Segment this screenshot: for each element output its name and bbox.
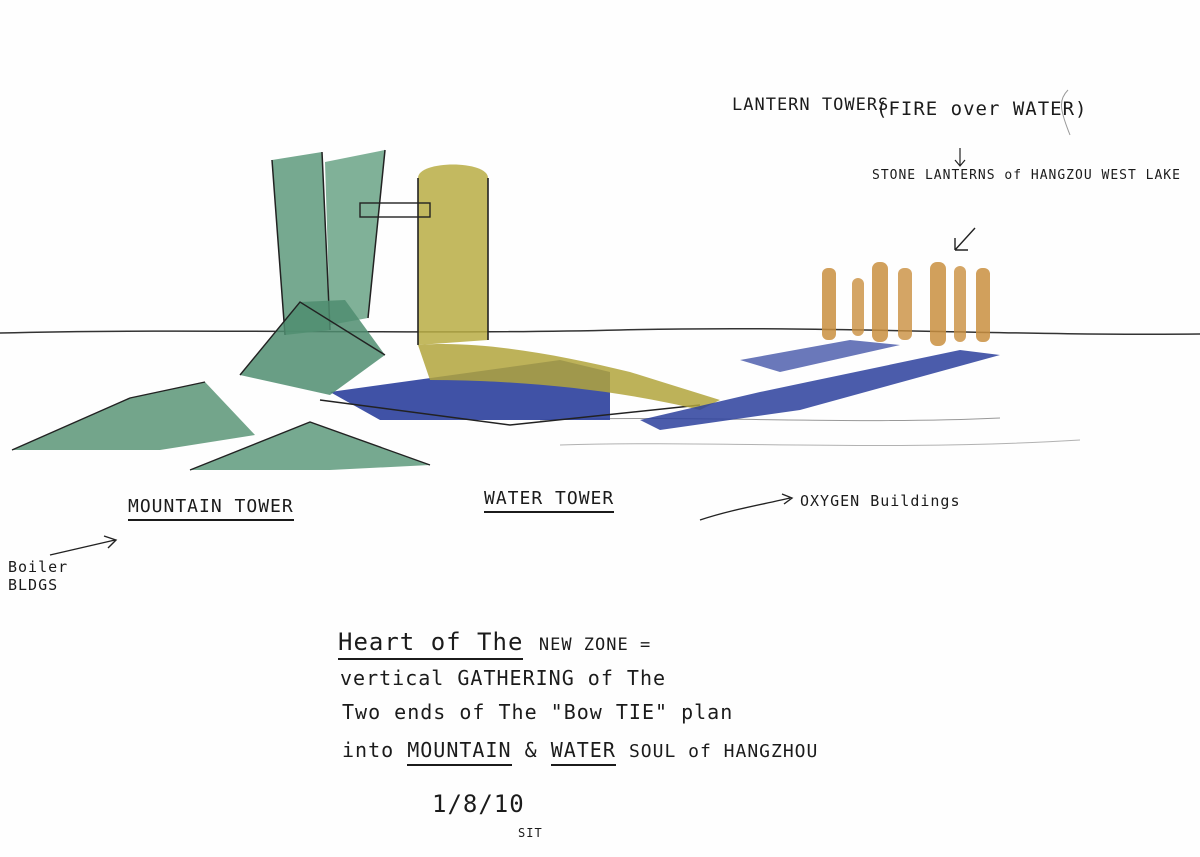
label-mountain-tower: MOUNTAIN TOWER [128,496,294,521]
caption-into: into [342,738,394,762]
signature-date: 1/8/10 [432,790,525,818]
arrow-lanterns [955,228,975,250]
horizon-line [0,329,1200,335]
mountain-roof-left [12,382,255,450]
lantern-towers [822,262,990,346]
label-boiler-bldgs: Boiler BLDGS [8,558,98,594]
caption-line-2: vertical GATHERING of The [340,666,666,690]
caption-line-1: Heart of The NEW ZONE = [338,628,651,656]
caption-line-3: Two ends of The "Bow TIE" plan [342,700,733,724]
arrow-boiler [50,536,116,555]
signature-initials: SIT [518,826,543,840]
arrow-fire-water [955,148,965,166]
caption-mountain: MOUNTAIN [407,738,511,766]
label-lantern-towers: LANTERN TOWERS [732,96,889,115]
arrow-oxygen [700,494,792,520]
caption-new-zone: NEW ZONE = [539,635,651,655]
caption-water: WATER [551,738,616,766]
water-tower-cylinder [418,165,488,346]
caption-amp: & [525,738,538,762]
caption-soul: SOUL of HANGZHOU [629,741,818,762]
label-oxygen-buildings: OXYGEN Buildings [800,492,961,510]
caption-heart: Heart of The [338,628,523,660]
caption-line-4: into MOUNTAIN & WATER SOUL of HANGZHOU [342,738,818,762]
label-stone-lanterns: STONE LANTERNS of HANGZOU WEST LAKE [872,168,1181,183]
label-fire-over-water: (FIRE over WATER) [876,98,1087,120]
label-water-tower: WATER TOWER [484,488,614,513]
